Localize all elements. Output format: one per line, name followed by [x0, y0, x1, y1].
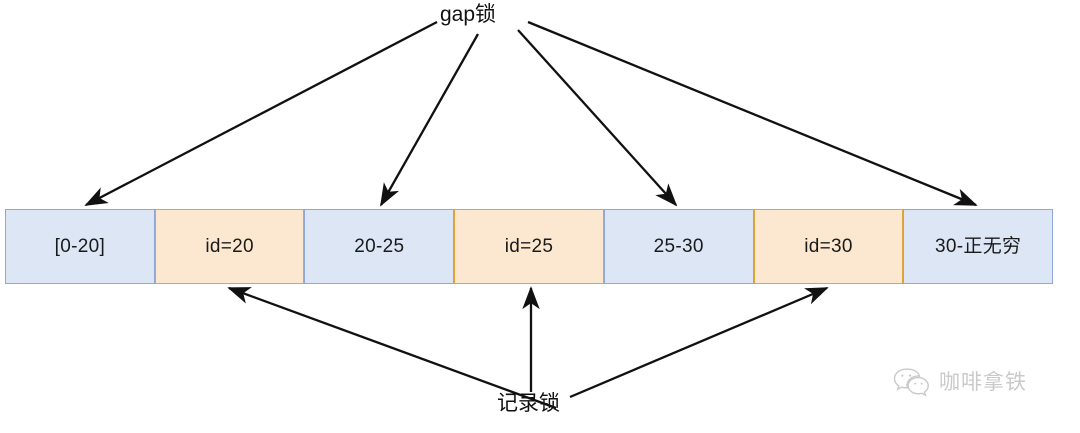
index-cell-record-id-20[interactable]: id=20	[154, 209, 305, 284]
index-cell-gap-30-inf[interactable]: 30-正无穷	[903, 209, 1054, 284]
index-cell-label: id=30	[804, 236, 853, 257]
index-cell-record-id-30[interactable]: id=30	[753, 209, 904, 284]
watermark-text: 咖啡拿铁	[939, 370, 1027, 394]
index-cell-label: id=25	[504, 236, 554, 257]
index-cell-label: 25-30	[653, 236, 704, 257]
index-cell-label: [0-20]	[54, 236, 106, 257]
index-cell-gap-0-20[interactable]: [0-20]	[5, 209, 155, 284]
record-lock-label: 记录锁	[497, 392, 560, 415]
index-cell-gap-20-25[interactable]: 20-25	[304, 209, 455, 284]
index-cell-record-id-25[interactable]: id=25	[454, 209, 604, 284]
watermark: 咖啡拿铁	[893, 367, 1027, 397]
gap-arrow-2	[379, 33, 480, 207]
index-cell-label: 30-正无穷	[935, 236, 1022, 257]
record-arrow-1	[227, 286, 557, 410]
gap-lock-label: gap锁	[440, 3, 497, 26]
record-arrow-3	[569, 286, 829, 399]
index-cell-label: id=20	[205, 236, 254, 257]
index-cell-gap-25-30[interactable]: 25-30	[603, 209, 754, 284]
index-bar: [0-20] id=20 20-25 id=25 25-30 id=30 30-…	[5, 209, 1054, 284]
index-cell-label: 20-25	[354, 236, 405, 257]
gap-arrow-3	[517, 29, 678, 207]
wechat-icon	[893, 368, 929, 397]
gap-arrow-1	[84, 20, 438, 207]
gap-arrow-4	[527, 20, 978, 207]
